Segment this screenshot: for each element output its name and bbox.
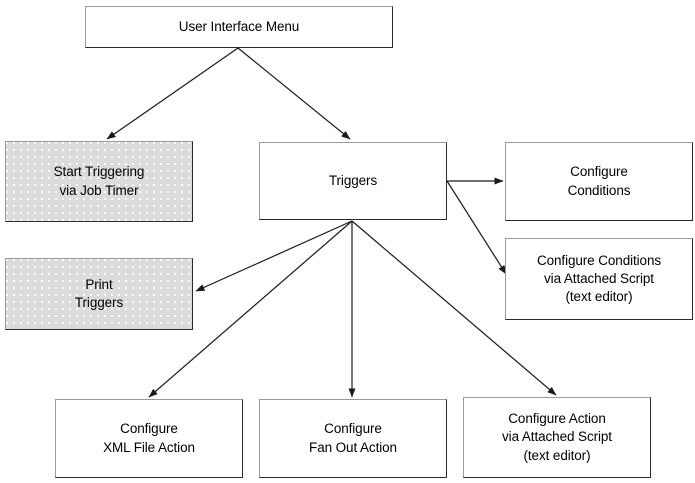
node-label: User Interface Menu: [178, 18, 300, 34]
node-configure-fan-out-action[interactable]: Configure Fan Out Action: [259, 399, 447, 478]
node-label: Print Triggers: [74, 276, 124, 310]
connector-lines: [106, 47, 557, 398]
node-label: Configure Fan Out Action: [309, 421, 397, 455]
node-label: Configure XML File Action: [103, 421, 195, 455]
connector-triggers-to-print-triggers: [195, 220, 353, 292]
node-configure-action-via-attached-script[interactable]: Configure Action via Attached Script (te…: [463, 397, 651, 478]
node-print-triggers[interactable]: Print Triggers: [5, 258, 193, 330]
node-configure-xml-file-action[interactable]: Configure XML File Action: [55, 399, 243, 478]
node-user-interface-menu[interactable]: User Interface Menu: [85, 6, 393, 48]
node-triggers[interactable]: Triggers: [259, 142, 447, 220]
node-configure-conditions-via-attached-script[interactable]: Configure Conditions via Attached Script…: [505, 238, 693, 320]
node-configure-conditions[interactable]: Configure Conditions: [505, 142, 693, 221]
node-label: Configure Action via Attached Script (te…: [502, 411, 612, 463]
node-label: Start Triggering via Job Timer: [53, 164, 145, 198]
connector-menu-to-triggers: [237, 47, 351, 140]
node-start-triggering-via-job-timer[interactable]: Start Triggering via Job Timer: [5, 141, 193, 222]
node-label: Configure Conditions: [567, 164, 631, 198]
connector-triggers-to-configure-conditions-script: [446, 180, 507, 275]
connector-menu-to-start-triggering: [106, 47, 239, 140]
node-label: Triggers: [328, 172, 378, 188]
node-label: Configure Conditions via Attached Script…: [536, 252, 662, 305]
